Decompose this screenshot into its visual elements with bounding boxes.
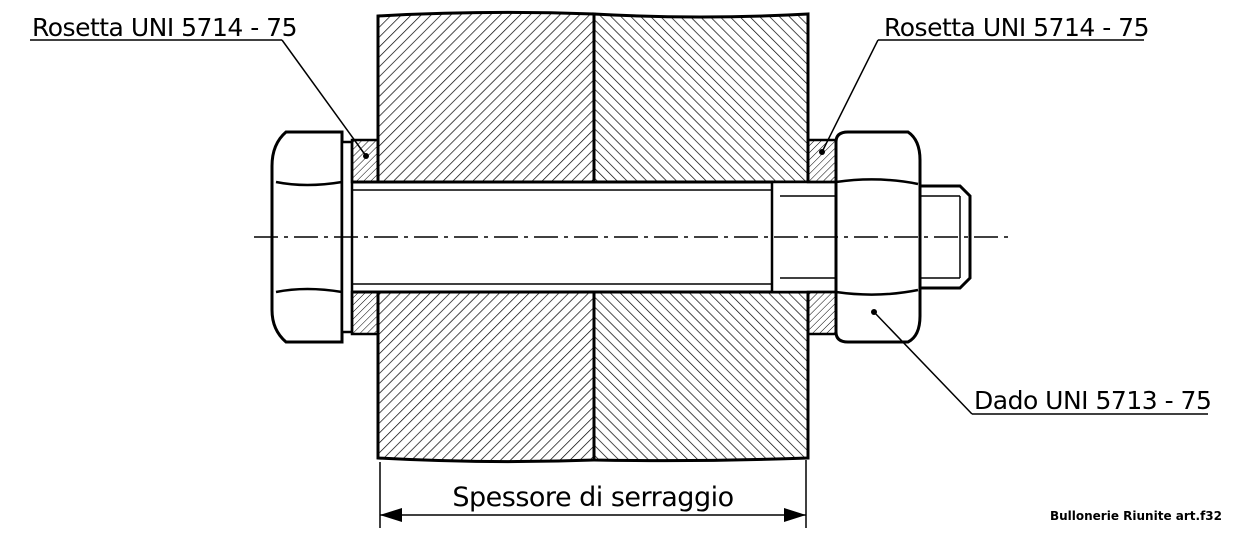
nut-label: Dado UNI 5713 - 75 — [974, 386, 1211, 415]
washer-left — [350, 138, 380, 336]
left-plate — [376, 10, 596, 464]
washer-right-label: Rosetta UNI 5714 - 75 — [884, 13, 1149, 42]
leader-nut — [871, 309, 1208, 415]
leader-washer-left — [30, 39, 369, 159]
clamp-thickness-label: Spessore di serraggio — [452, 482, 733, 513]
washer-left-label: Rosetta UNI 5714 - 75 — [32, 13, 297, 42]
right-plate — [592, 12, 810, 463]
dimension-arrow-right — [784, 508, 806, 522]
dimension-arrow-left — [380, 508, 402, 522]
credit-text: Bullonerie Riunite art.f32 — [1050, 509, 1222, 523]
clamp-thickness-dimension — [379, 460, 807, 528]
leader-washer-right — [819, 39, 1144, 155]
washer-right — [806, 138, 838, 336]
